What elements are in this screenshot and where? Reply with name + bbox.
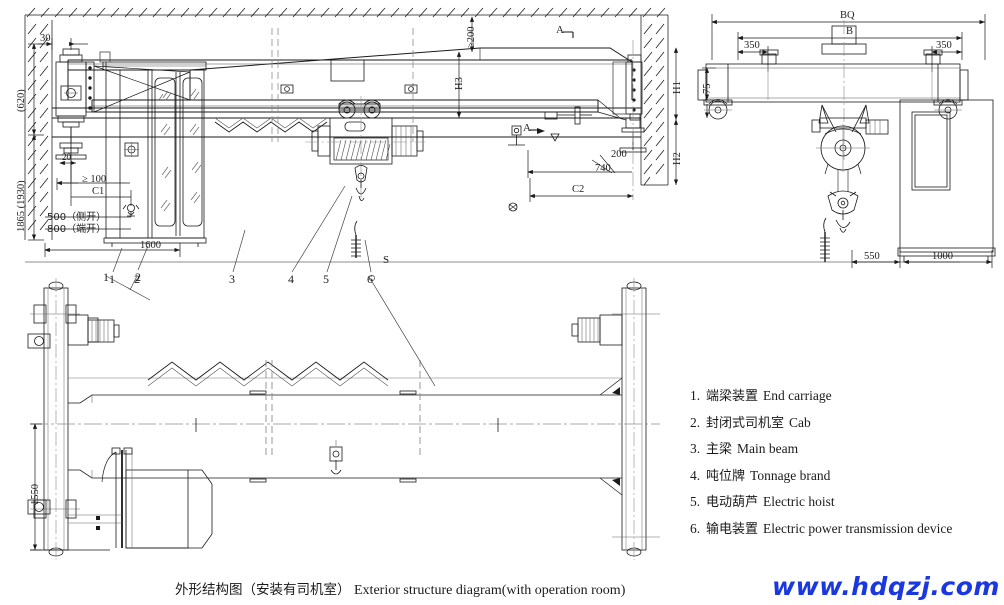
legend-item-4-label-en: Tonnage brand bbox=[750, 467, 831, 483]
tonnage-brand bbox=[330, 59, 365, 82]
leader-number-5: 5 bbox=[323, 272, 329, 286]
leader-number-6: 6 bbox=[367, 272, 373, 286]
dim-1600: 1600 bbox=[140, 240, 161, 251]
dim-ge100: ≥ 100 bbox=[82, 174, 107, 185]
right-wall bbox=[640, 15, 669, 186]
dim-C2: C2 bbox=[572, 184, 585, 195]
plan-hoist bbox=[329, 440, 343, 475]
dim-550: 550 bbox=[864, 251, 880, 262]
legend-item-3: 3. 主梁 Main beam bbox=[690, 441, 1000, 457]
dim-H1: H1 bbox=[672, 81, 683, 94]
legend-item-5: 5. 电动葫芦 Electric hoist bbox=[690, 494, 1000, 510]
hook-block-end bbox=[827, 190, 859, 233]
dim-350-left: 350 bbox=[744, 40, 760, 51]
legend-item-1-label-cn: 端梁装置 bbox=[706, 389, 759, 404]
legend-item-1: 1. 端梁装置 End carriage bbox=[690, 388, 1000, 404]
end-carriage-box bbox=[697, 25, 969, 120]
leader-number-3: 3 bbox=[229, 272, 235, 286]
power-conductor bbox=[351, 220, 361, 258]
leader-lines bbox=[112, 185, 372, 273]
legend-item-2-label-en: Cab bbox=[789, 414, 811, 430]
leader-number-1: 1 bbox=[109, 272, 115, 286]
dim-S: S bbox=[383, 254, 390, 266]
dim-740: 740 bbox=[595, 163, 611, 174]
drawing-caption-en: Exterior structure diagram(with operatio… bbox=[354, 583, 626, 598]
dim-30: 30 bbox=[40, 33, 51, 44]
end-elevation-view bbox=[697, 14, 996, 268]
drawing-caption: 外形结构图（安装有司机室） Exterior structure diagram… bbox=[175, 578, 625, 599]
legend-item-1-label-en: End carriage bbox=[763, 388, 832, 403]
legend-item-4-label-cn: 吨位牌 bbox=[706, 468, 746, 484]
wheel-left bbox=[703, 99, 733, 120]
power-conductor-end bbox=[820, 217, 830, 262]
left-wall bbox=[24, 15, 53, 240]
legend-item-5-number: 5. bbox=[690, 494, 701, 509]
hook-block bbox=[354, 165, 368, 201]
legend-item-5-label-en: Electric hoist bbox=[763, 494, 835, 509]
plan-leader-number-1: 1 bbox=[103, 270, 109, 284]
dimension-lines bbox=[25, 16, 960, 263]
dim-200: 200 bbox=[611, 149, 627, 160]
limit-switch-detail bbox=[508, 125, 560, 146]
legend-item-3-label-en: Main beam bbox=[737, 441, 799, 456]
legend-item-6-number: 6. bbox=[690, 520, 701, 536]
festoon-cable bbox=[214, 117, 328, 133]
dim-1000: 1000 bbox=[932, 251, 953, 262]
dim-B: B bbox=[846, 26, 854, 37]
ceiling-hatch bbox=[25, 7, 668, 18]
site-watermark: www.hdqzj.com bbox=[772, 572, 1000, 601]
hoist-end-view bbox=[811, 104, 889, 233]
dim-1865-1930: 1865 (1930) bbox=[16, 180, 27, 232]
bumper-detail bbox=[544, 106, 592, 125]
legend-item-6: 6. 输电装置 Electric power transmission devi… bbox=[690, 521, 1000, 537]
leader-number-2: 2 bbox=[134, 272, 140, 286]
legend-item-3-label-cn: 主梁 bbox=[706, 442, 733, 457]
operator-cab bbox=[102, 61, 207, 247]
plan-cab bbox=[68, 447, 213, 549]
end-carriage-left bbox=[55, 48, 191, 182]
legend-item-2-number: 2. bbox=[690, 414, 701, 430]
dim-75: 75 bbox=[702, 83, 713, 95]
dim-620: (620) bbox=[16, 89, 27, 112]
leader-number-4: 4 bbox=[288, 272, 294, 286]
legend-item-2: 2. 封闭式司机室 Cab bbox=[690, 415, 1000, 431]
dim-H3: H3 bbox=[454, 77, 465, 90]
cab-end-view bbox=[897, 99, 996, 262]
dim-BQ: BQ bbox=[840, 10, 855, 21]
legend-list: 1. 端梁装置 End carriage 2. 封闭式司机室 Cab 3. 主梁… bbox=[690, 388, 1000, 547]
legend-item-6-label-en: Electric power transmission device bbox=[763, 520, 953, 536]
legend-item-5-label-cn: 电动葫芦 bbox=[706, 495, 759, 510]
bolt-glyph-a bbox=[508, 202, 518, 212]
plan-view bbox=[27, 275, 660, 560]
dim-350-right: 350 bbox=[936, 40, 952, 51]
electric-hoist bbox=[305, 96, 425, 201]
plan-festoon bbox=[147, 361, 389, 387]
dim-C1: C1 bbox=[92, 186, 105, 197]
legend-item-4: 4. 吨位牌 Tonnage brand bbox=[690, 468, 1000, 484]
plan-end-carriage-right bbox=[571, 278, 660, 560]
dim-20: 20 bbox=[62, 152, 71, 162]
cab-support bbox=[99, 51, 111, 70]
dim-800-end-open: 800（端开） bbox=[47, 224, 107, 235]
section-mark-a-top: A bbox=[556, 24, 564, 36]
plan-main-beam bbox=[30, 377, 660, 496]
drawing-caption-cn: 外形结构图（安装有司机室） bbox=[175, 582, 351, 598]
section-marks bbox=[530, 31, 574, 134]
beam-joint-marks bbox=[280, 84, 418, 94]
legend-item-1-number: 1. bbox=[690, 388, 701, 403]
dim-H2: H2 bbox=[672, 152, 683, 165]
dim-ge200: ≥200 bbox=[466, 26, 477, 48]
legend-item-4-number: 4. bbox=[690, 467, 701, 483]
dim-500-side-open: 500（侧开） bbox=[47, 212, 107, 223]
front-elevation-view bbox=[24, 7, 960, 273]
plan-leader-number-2: 2 bbox=[135, 270, 141, 284]
legend-item-2-label-cn: 封闭式司机室 bbox=[706, 415, 785, 431]
legend-item-3-number: 3. bbox=[690, 441, 701, 456]
legend-item-6-label-cn: 输电装置 bbox=[706, 521, 759, 537]
wheel-right bbox=[933, 99, 963, 120]
section-mark-a-bottom: A bbox=[523, 122, 531, 134]
plan-end-carriage-left bbox=[27, 278, 120, 560]
dim-1550: 1550 bbox=[30, 484, 41, 505]
